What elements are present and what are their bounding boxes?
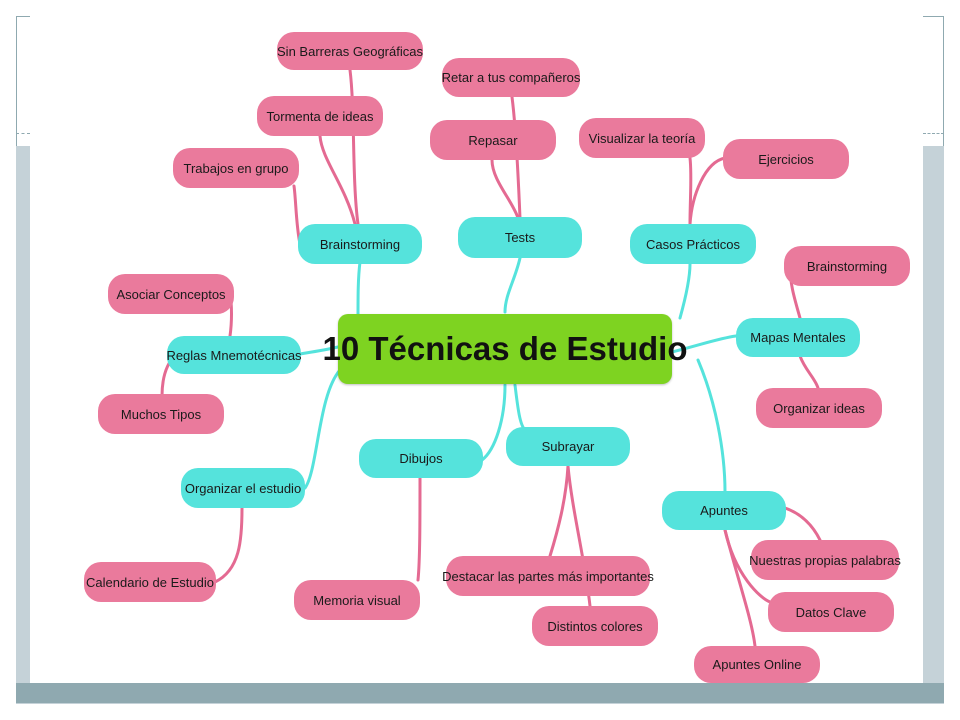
link-center-apuntes (696, 358, 727, 494)
branch-mapas-mentales[interactable]: Mapas Mentales (736, 318, 860, 357)
leaf-datos-clave[interactable]: Datos Clave (768, 592, 894, 632)
link-center-subrayar (513, 383, 527, 432)
link-center-organizar (303, 368, 342, 490)
link-center-reglas (298, 345, 340, 356)
link-center-tests (503, 256, 522, 314)
link-apuntes-nuestras (783, 506, 822, 542)
leaf-brainstorming-mapas[interactable]: Brainstorming (784, 246, 910, 286)
link-apuntes-online (723, 528, 757, 648)
leaf-retar-companeros[interactable]: Retar a tus compañeros (442, 58, 580, 97)
leaf-memoria-visual[interactable]: Memoria visual (294, 580, 420, 620)
leaf-apuntes-online[interactable]: Apuntes Online (694, 646, 820, 683)
link-center-casos (678, 262, 692, 320)
leaf-sin-barreras-geograficas[interactable]: Sin Barreras Geográficas (277, 32, 423, 70)
link-brainstorming-tormenta (318, 134, 357, 226)
branch-apuntes[interactable]: Apuntes (662, 491, 786, 530)
branch-reglas-mnemotecnicas[interactable]: Reglas Mnemotécnicas (166, 336, 302, 374)
slide-bottom-bar (16, 683, 944, 703)
divider-left (16, 133, 30, 134)
leaf-calendario-estudio[interactable]: Calendario de Estudio (84, 562, 216, 602)
branch-tests[interactable]: Tests (458, 217, 582, 258)
branch-links (298, 256, 738, 494)
link-dibujos-memoria (416, 476, 422, 582)
leaf-visualizar-teoria[interactable]: Visualizar la teoría (579, 118, 705, 158)
central-topic[interactable]: 10 Técnicas de Estudio (323, 314, 687, 384)
leaf-nuestras-propias-palabras[interactable]: Nuestras propias palabras (749, 540, 901, 580)
link-brainstorming-sinbarreras (348, 68, 360, 226)
leaf-destacar-partes[interactable]: Destacar las partes más importantes (442, 556, 654, 596)
link-tests-repasar (490, 158, 520, 220)
leaf-trabajos-en-grupo[interactable]: Trabajos en grupo (173, 148, 299, 188)
link-center-mapas (670, 334, 738, 354)
link-center-brainstorming (356, 260, 362, 320)
leaf-organizar-ideas[interactable]: Organizar ideas (756, 388, 882, 428)
branch-brainstorming[interactable]: Brainstorming (298, 224, 422, 264)
leaf-tormenta-de-ideas[interactable]: Tormenta de ideas (257, 96, 383, 136)
leaf-distintos-colores[interactable]: Distintos colores (532, 606, 658, 646)
link-mapas-organizar (798, 354, 820, 390)
link-center-dibujos (480, 383, 507, 462)
divider-right (923, 133, 944, 134)
leaf-repasar[interactable]: Repasar (430, 120, 556, 160)
link-casos-ejercicios (688, 156, 727, 226)
leaf-muchos-tipos[interactable]: Muchos Tipos (98, 394, 224, 434)
link-organizar-calendario (213, 506, 244, 584)
branch-dibujos[interactable]: Dibujos (359, 439, 483, 478)
branch-organizar-estudio[interactable]: Organizar el estudio (181, 468, 305, 508)
link-subrayar-destacar (548, 464, 570, 558)
leaf-ejercicios[interactable]: Ejercicios (723, 139, 849, 179)
branch-casos-practicos[interactable]: Casos Prácticos (630, 224, 756, 264)
branch-subrayar[interactable]: Subrayar (506, 427, 630, 466)
leaf-asociar-conceptos[interactable]: Asociar Conceptos (108, 274, 234, 314)
